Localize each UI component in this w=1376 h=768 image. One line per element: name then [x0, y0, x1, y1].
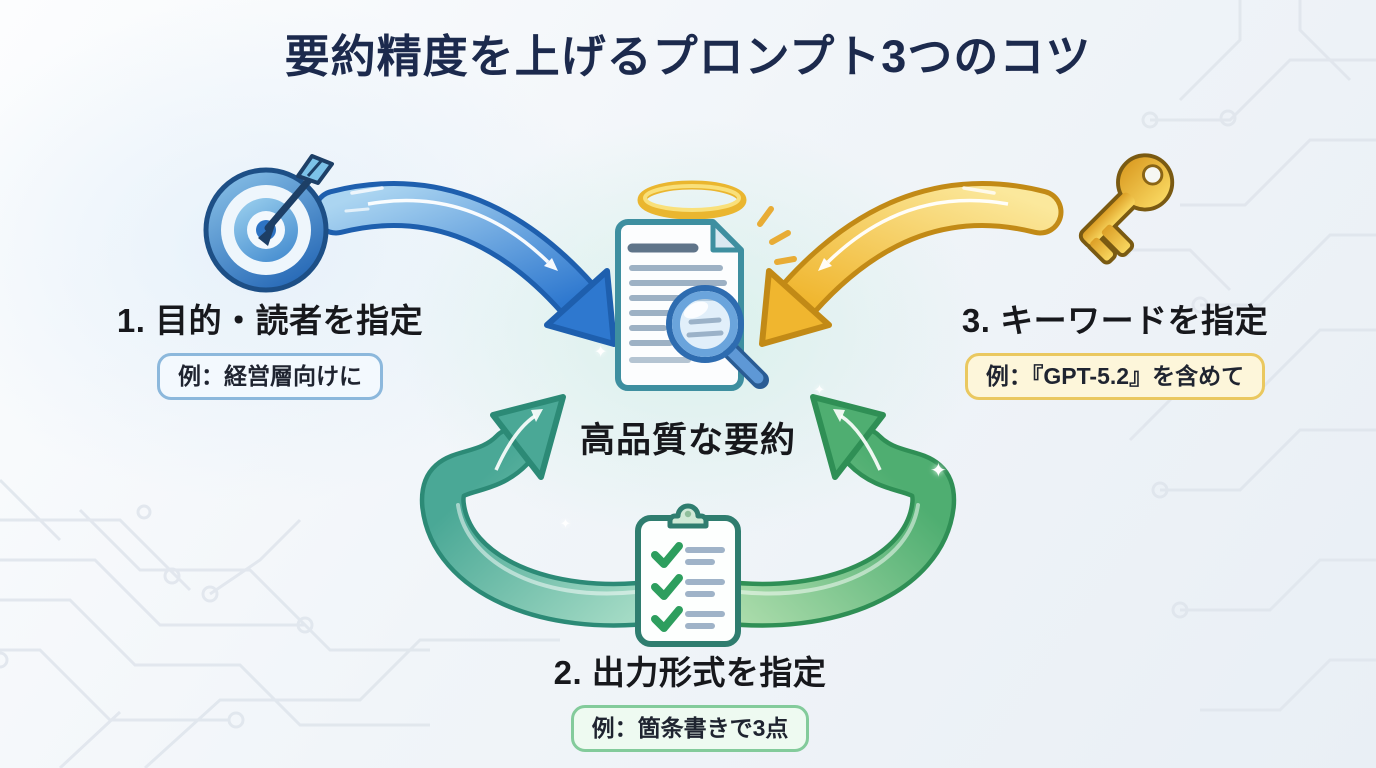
tip-2-block: 2. 出力形式を指定 例：箇条書きで3点 — [480, 646, 900, 752]
page-title: 要約精度を上げるプロンプト3つのコツ — [284, 31, 1092, 82]
sparkle-icon: ✦ — [594, 344, 608, 361]
sparkle-icon: ✦ — [814, 382, 825, 397]
tip-3-block: 3. キーワードを指定 例：『GPT-5.2』を含めて — [905, 294, 1325, 400]
tip-2-example-badge: 例：箇条書きで3点 — [570, 705, 810, 752]
tip-1-example-badge: 例：経営層向けに — [157, 353, 383, 400]
document-magnifier-halo-icon — [598, 172, 802, 412]
center-summary-label: 高品質な要約 — [579, 421, 796, 460]
tip-3-example-badge: 例：『GPT-5.2』を含めて — [964, 353, 1266, 400]
target-icon — [196, 130, 346, 295]
tip-1-block: 1. 目的・読者を指定 例：経営層向けに — [60, 294, 480, 400]
tip-1-heading: 1. 目的・読者を指定 — [116, 302, 424, 339]
sparkle-icon: ✦ — [930, 460, 947, 482]
clipboard-checklist-icon — [632, 500, 744, 650]
tip-3-heading: 3. キーワードを指定 — [961, 302, 1269, 339]
key-icon — [1032, 138, 1187, 298]
sparkle-icon: ✦ — [560, 516, 571, 531]
tip-2-heading: 2. 出力形式を指定 — [553, 654, 827, 691]
